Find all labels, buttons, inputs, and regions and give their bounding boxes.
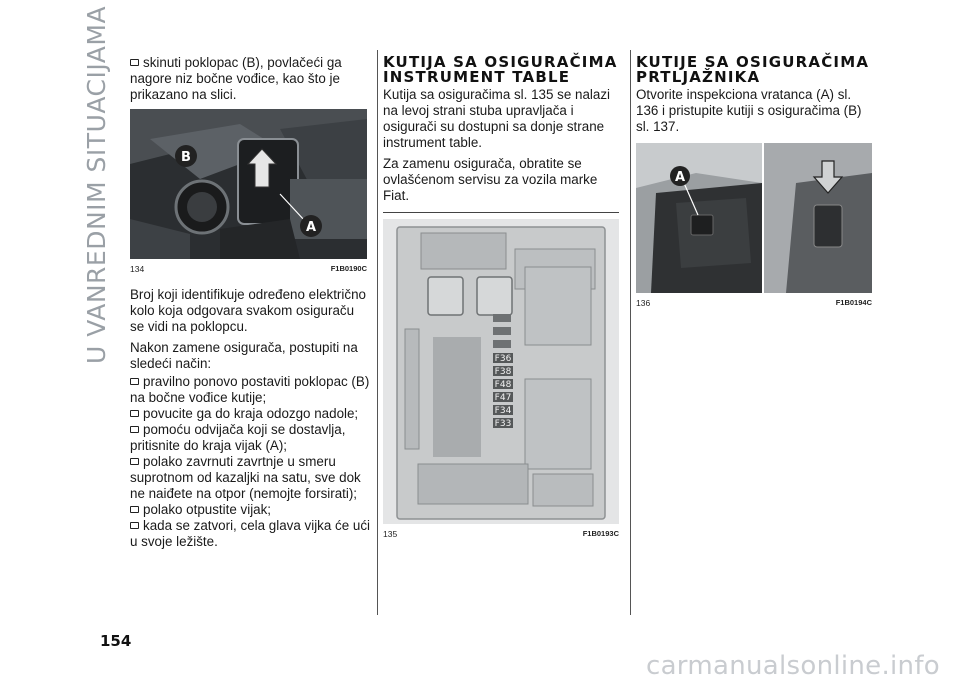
- bullet-box-icon: [130, 458, 139, 465]
- callout-a: A: [675, 170, 685, 185]
- list-item: pravilno ponovo postaviti poklopac (B) n…: [130, 374, 370, 405]
- column-2: KUTIJA SA OSIGURAČIMA INSTRUMENT TABLE K…: [383, 55, 619, 552]
- column-1: skinuti poklopac (B), povlačeći ga nagor…: [130, 55, 370, 550]
- figure-number: 135: [383, 529, 398, 539]
- list-item: kada se zatvori, cela glava vijka će ući…: [130, 518, 371, 549]
- column-divider-1: [377, 50, 378, 615]
- section-heading: KUTIJE SA OSIGURAČIMA PRTLJAŽNIKA: [636, 53, 870, 86]
- fuse-box-diagram: F36 F38 F48 F47 F34 F33: [383, 219, 619, 524]
- figure-135-caption: 135 F1B0193C: [383, 526, 619, 542]
- paragraph: Za zamenu osigurača, obratite se ovlašće…: [383, 156, 598, 203]
- figure-code: F1B0194C: [835, 298, 872, 307]
- figure-134-caption: 134 F1B0190C: [130, 261, 367, 277]
- fuse-label: F38: [495, 367, 512, 377]
- fuse-label: F33: [495, 419, 512, 429]
- engine-bay-photo: B A: [130, 109, 367, 259]
- fuse-label: F34: [495, 406, 512, 416]
- paragraph: Nakon zamene osigurača, postupiti na sle…: [130, 340, 358, 371]
- bullet-list: pravilno ponovo postaviti poklopac (B) n…: [130, 374, 370, 550]
- intro-bullet: skinuti poklopac (B), povlačeći ga nagor…: [130, 55, 342, 102]
- bullet-box-icon: [130, 522, 139, 529]
- figure-136: A: [636, 143, 872, 293]
- paragraph: Broj koji identifikuje određeno električ…: [130, 287, 366, 334]
- column-3: KUTIJE SA OSIGURAČIMA PRTLJAŽNIKA Otvori…: [636, 55, 872, 321]
- callout-a: A: [306, 220, 316, 235]
- paragraph: Kutija sa osiguračima sl. 135 se nalazi …: [383, 87, 611, 150]
- bullet-box-icon: [130, 410, 139, 417]
- figure-134: B A: [130, 109, 367, 259]
- list-item: polako zavrnuti zavrtnje u smeru suprotn…: [130, 454, 361, 501]
- section-side-title: U VANREDNIM SITUACIJAMA: [82, 5, 111, 364]
- callout-b: B: [181, 150, 191, 165]
- bullet-box-icon: [130, 378, 139, 385]
- column-divider-2: [630, 50, 631, 615]
- fuse-label: F36: [495, 354, 512, 364]
- fuse-label: F48: [495, 380, 512, 390]
- section-heading: KUTIJA SA OSIGURAČIMA INSTRUMENT TABLE: [383, 53, 618, 86]
- page-number: 154: [100, 632, 132, 650]
- bullet-box-icon: [130, 506, 139, 513]
- bullet-box-icon: [130, 59, 139, 66]
- paragraph: Otvorite inspekciona vratanca (A) sl. 13…: [636, 87, 862, 134]
- list-item: polako otpustite vijak;: [130, 502, 370, 518]
- list-item: pomoću odvijača koji se dostavlja, priti…: [130, 422, 346, 453]
- figure-number: 136: [636, 298, 651, 308]
- watermark: carmanualsonline.info: [645, 651, 940, 681]
- trunk-photo: A: [636, 143, 872, 293]
- figure-135: F36 F38 F48 F47 F34 F33: [383, 219, 619, 524]
- figure-136-caption: 136 F1B0194C: [636, 295, 872, 311]
- figure-number: 134: [130, 264, 145, 274]
- figure-code: F1B0193C: [582, 529, 619, 538]
- bullet-box-icon: [130, 426, 139, 433]
- horizontal-rule: [383, 212, 619, 213]
- fuse-label: F47: [495, 393, 512, 403]
- figure-code: F1B0190C: [330, 264, 367, 273]
- list-item: povucite ga do kraja odozgo nadole;: [130, 406, 370, 422]
